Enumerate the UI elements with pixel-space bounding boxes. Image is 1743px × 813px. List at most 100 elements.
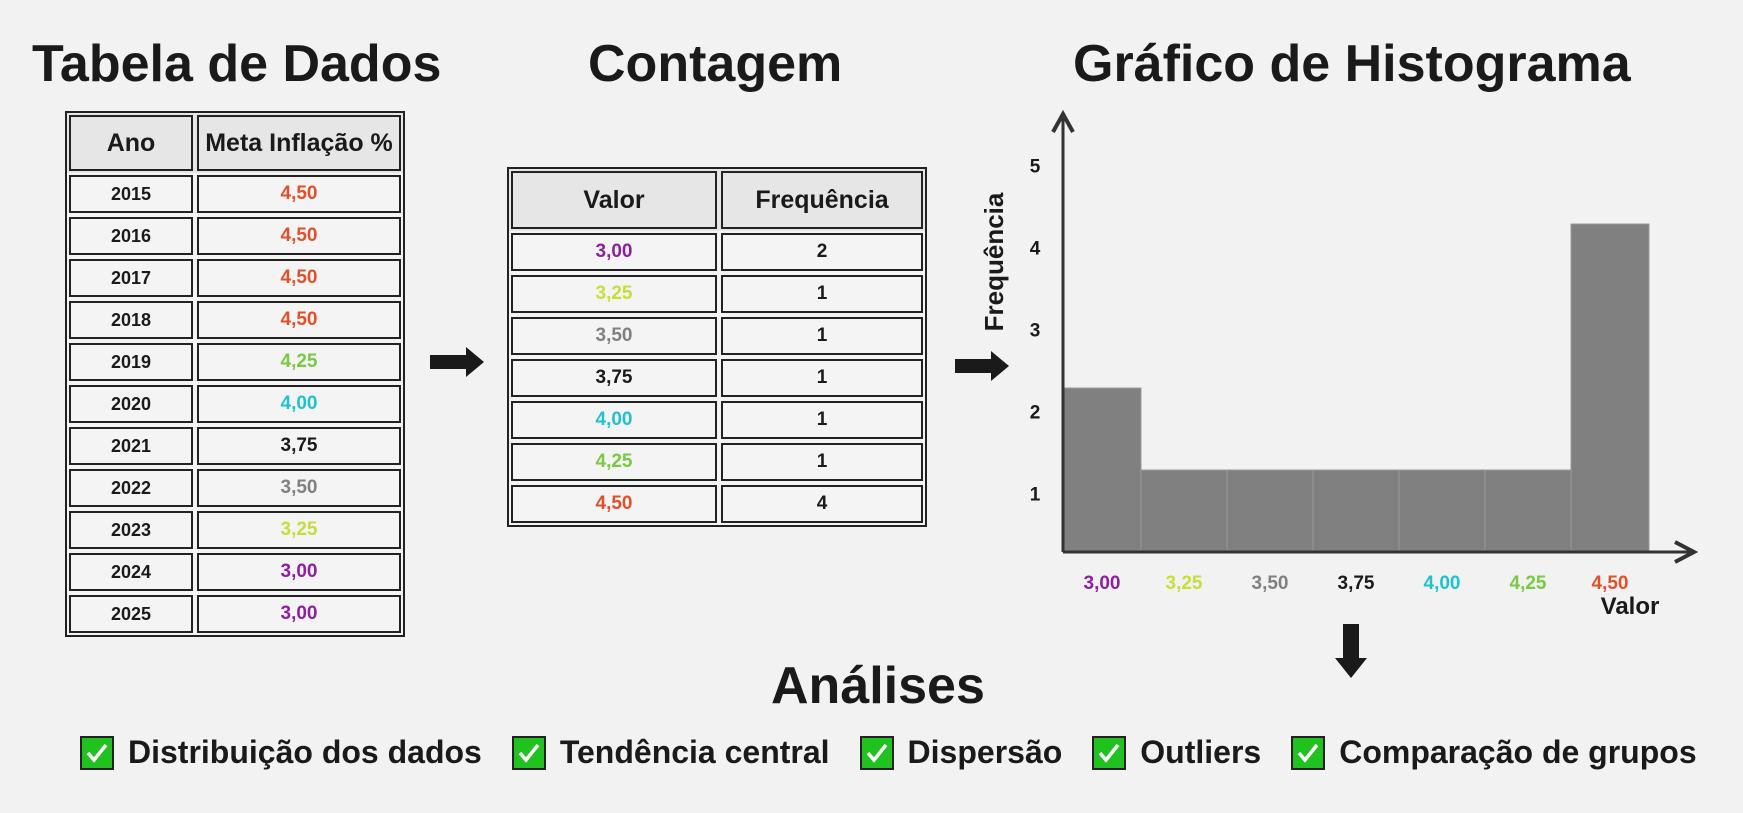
year-cell: 2020 [67,383,195,425]
x-tick-label: 3,50 [1252,573,1289,594]
year-cell: 2015 [67,173,195,215]
count-table-title: Contagem [588,35,843,93]
x-tick-label: 4,00 [1424,573,1461,594]
value-cell: 3,00 [509,231,719,273]
meta-cell: 4,50 [195,173,403,215]
checkmark-icon [859,735,894,770]
value-cell: 4,50 [509,483,719,525]
histogram-bar [1484,469,1572,553]
header-meta-inflacao: Meta Inflação % [195,113,403,173]
meta-cell: 4,50 [195,299,403,341]
analysis-label: Dispersão [907,734,1063,770]
frequency-cell: 4 [719,483,925,525]
year-cell: 2019 [67,341,195,383]
arrow-right-icon [430,347,484,377]
year-cell: 2018 [67,299,195,341]
meta-cell: 3,00 [195,593,403,635]
data-table-title: Tabela de Dados [32,35,442,93]
histogram-bar [1062,387,1142,553]
analysis-label: Tendência central [559,734,830,770]
x-axis-label: Valor [1601,593,1660,620]
header-ano: Ano [67,113,195,173]
analysis-item: Dispersão [859,734,1063,771]
header-frequencia: Frequência [719,169,925,231]
y-axis-arrowhead-icon [1051,109,1075,133]
value-cell: 3,25 [509,273,719,315]
analysis-item: Distribuição dos dados [80,734,482,771]
year-cell: 2017 [67,257,195,299]
histogram-title: Gráfico de Histograma [1073,35,1631,93]
histogram-bar [1140,469,1228,553]
meta-cell: 3,00 [195,551,403,593]
y-axis-label: Frequência [979,192,1009,331]
x-tick-label: 4,50 [1592,573,1629,594]
year-cell: 2025 [67,593,195,635]
meta-cell: 3,50 [195,467,403,509]
analysis-item: Outliers [1092,734,1261,771]
arrow-down-icon [1335,624,1367,678]
x-tick-label: 3,25 [1166,573,1203,594]
year-cell: 2023 [67,509,195,551]
y-tick-label: 4 [1030,238,1041,259]
checkmark-icon [1092,735,1127,770]
analysis-label: Distribuição dos dados [128,734,482,770]
y-tick-label: 5 [1030,156,1041,177]
x-tick-label: 3,00 [1084,573,1121,594]
analysis-item: Tendência central [511,734,830,771]
value-cell: 3,50 [509,315,719,357]
x-tick-label: 3,75 [1338,573,1375,594]
histogram-bar [1398,469,1486,553]
frequency-cell: 1 [719,441,925,483]
analysis-label: Comparação de grupos [1339,734,1697,770]
histogram-bar [1226,469,1314,553]
checkmark-icon [511,735,546,770]
analyses-list: Distribuição dos dados Tendência central D… [80,734,1727,771]
histogram-chart: 1 2 3 4 5 3,00 3,25 3,50 3,75 4,00 4,25 4,50 Frequ… [975,100,1715,635]
frequency-cell: 1 [719,357,925,399]
frequency-cell: 2 [719,231,925,273]
checkmark-icon [1291,735,1326,770]
frequency-cell: 1 [719,399,925,441]
checkmark-icon [80,735,114,770]
y-tick-label: 3 [1030,320,1041,341]
analysis-item: Comparação de grupos [1291,734,1697,771]
histogram-bar [1570,223,1650,553]
header-valor: Valor [509,169,719,231]
meta-cell: 4,00 [195,383,403,425]
value-cell: 4,00 [509,399,719,441]
x-tick-label: 4,25 [1510,573,1547,594]
year-cell: 2016 [67,215,195,257]
value-cell: 3,75 [509,357,719,399]
meta-cell: 3,25 [195,509,403,551]
arrow-right-icon [955,351,1009,381]
meta-cell: 4,50 [195,215,403,257]
year-cell: 2024 [67,551,195,593]
y-tick-label: 1 [1030,484,1041,505]
frequency-cell: 1 [719,273,925,315]
meta-cell: 4,25 [195,341,403,383]
meta-cell: 3,75 [195,425,403,467]
y-tick-label: 2 [1030,402,1041,423]
value-cell: 4,25 [509,441,719,483]
meta-cell: 4,50 [195,257,403,299]
x-axis-arrowhead-icon [1674,540,1699,564]
